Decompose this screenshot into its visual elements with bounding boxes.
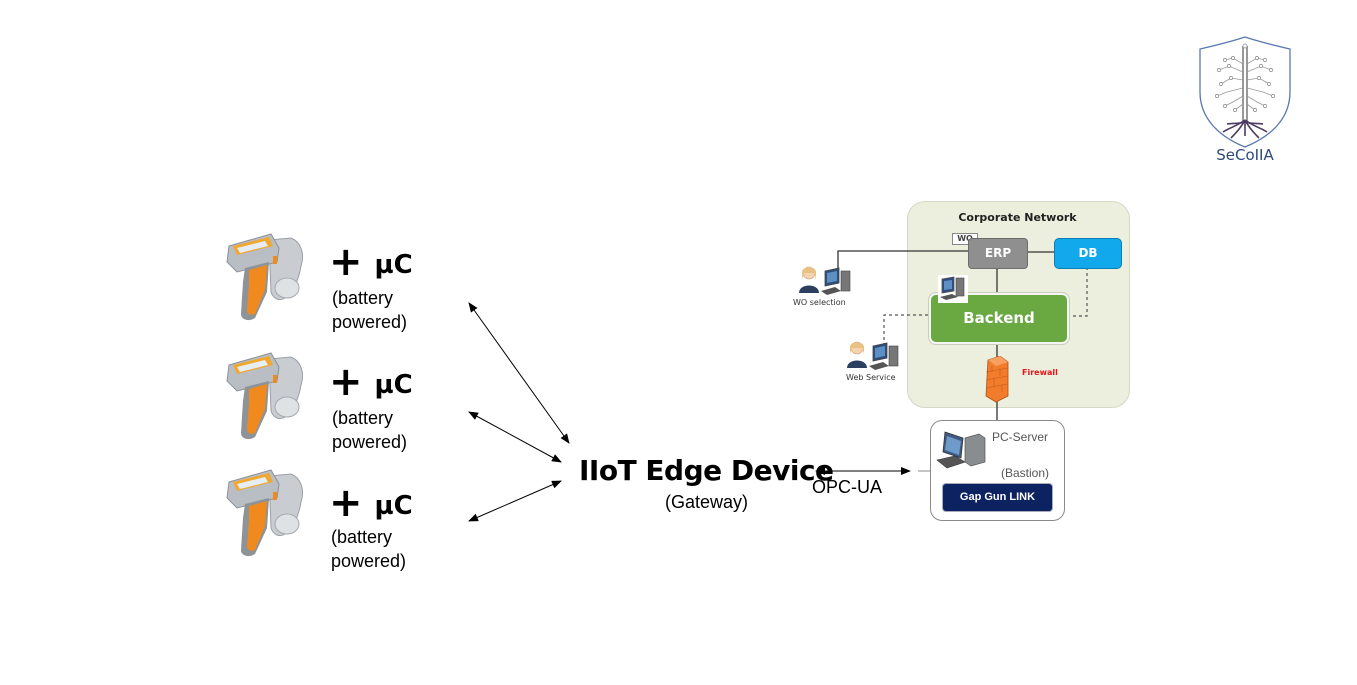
microcontroller-label: µC <box>374 250 413 280</box>
plus-sign: + <box>329 359 363 405</box>
arrow-device-3-gateway <box>468 480 562 522</box>
gap-gun-icon <box>226 352 304 440</box>
pc-server-title: PC-Server <box>992 430 1049 444</box>
microcontroller-label: µC <box>374 370 413 400</box>
arrow-device-2-gateway <box>468 411 562 463</box>
erp-node: ERP <box>968 238 1028 269</box>
corporate-network-title: Corporate Network <box>958 211 1077 224</box>
shield-tree-icon <box>1199 36 1291 148</box>
battery-note: (battery powered) <box>332 288 408 332</box>
edge-device-subtitle: (Gateway) <box>665 492 749 512</box>
firewall-icon <box>985 356 1009 403</box>
web-service-label: Web Service <box>846 373 896 382</box>
gap-gun-icon <box>226 233 304 321</box>
protocol-label: OPC-UA <box>812 477 883 497</box>
firewall-label: Firewall <box>1022 368 1058 377</box>
user-workstation-icon <box>847 341 899 370</box>
logo-text: SeCoIIA <box>1216 146 1274 164</box>
gap-gun-link-app: Gap Gun LINK <box>943 484 1052 511</box>
plus-sign: + <box>329 239 363 285</box>
user-workstation-icon <box>799 266 851 295</box>
plus-sign: + <box>329 480 363 526</box>
battery-note: (battery powered) <box>332 408 408 452</box>
pc-server-role: (Bastion) <box>1001 466 1050 480</box>
computer-icon <box>936 431 986 469</box>
gap-gun-icon <box>226 469 304 557</box>
microcontroller-label: µC <box>374 491 413 521</box>
computer-icon <box>938 275 968 303</box>
db-node: DB <box>1054 238 1122 269</box>
edge-device-title: IIoT Edge Device <box>579 454 834 487</box>
battery-note: (battery powered) <box>331 527 407 571</box>
wo-selection-label: WO selection <box>793 298 846 307</box>
